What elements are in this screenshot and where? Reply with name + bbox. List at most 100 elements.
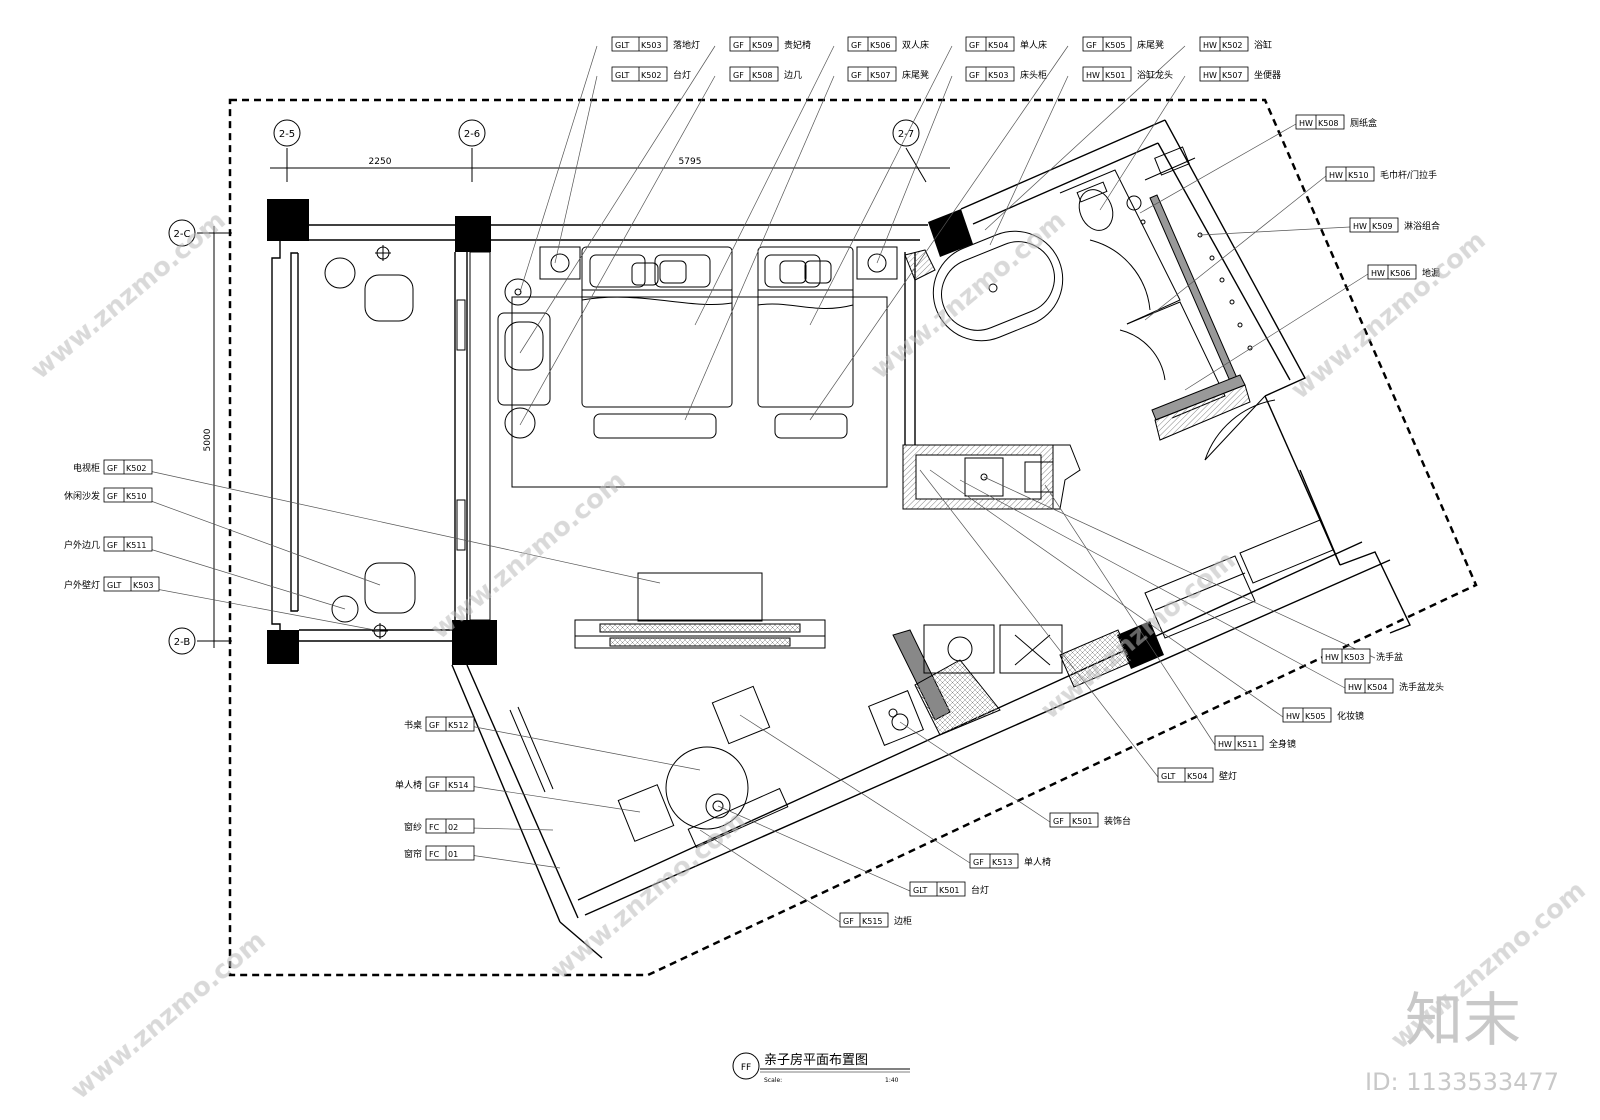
watermark-text: www.znzmo.com <box>65 925 271 1105</box>
tag-label: 休闲沙发 <box>64 490 100 502</box>
tag-label: 台灯 <box>673 69 691 81</box>
tag-label: 洗手盆 <box>1376 651 1403 663</box>
grid-label: 2-6 <box>464 129 480 140</box>
grid-label: 2-5 <box>279 129 295 140</box>
tag-prefix: HW <box>1353 222 1367 231</box>
tag-prefix: GF <box>969 71 980 80</box>
tag-prefix: FC <box>429 850 440 859</box>
tag-prefix: GF <box>733 41 744 50</box>
grid-label: 2-7 <box>898 129 914 140</box>
tag-prefix: HW <box>1203 71 1217 80</box>
tag-prefix: GLT <box>913 886 928 895</box>
tag-label: 厕纸盒 <box>1350 117 1377 129</box>
watermark-text: www.znzmo.com <box>1035 545 1241 725</box>
tag-prefix: HW <box>1299 119 1313 128</box>
tag-prefix: GLT <box>615 41 630 50</box>
tag-code: K501 <box>939 886 960 895</box>
title-scale-label: Scale: <box>764 1077 782 1084</box>
tag-code: K509 <box>1372 222 1393 231</box>
tag-code: K506 <box>870 41 891 50</box>
tag-prefix: GLT <box>615 71 630 80</box>
bathroom <box>902 146 1276 510</box>
tag-label: 边几 <box>784 70 802 81</box>
drawing-title: FF 亲子房平面布置图 Scale: 1:40 <box>732 1052 910 1084</box>
tag-label: 落地灯 <box>673 39 700 51</box>
tag-prefix: GF <box>107 464 118 473</box>
structural-columns <box>267 199 1164 669</box>
tag-code: K503 <box>641 41 662 50</box>
grid-label: 2-C <box>174 229 191 240</box>
tag-label: 浴缸龙头 <box>1137 69 1173 81</box>
tag-gf-k502: GF K502 电视柜 <box>73 459 153 475</box>
tag-code: K503 <box>988 71 1009 80</box>
tag-prefix: HW <box>1218 740 1232 749</box>
grid-bubble-2-7: 2-7 <box>892 119 920 147</box>
tag-prefix: HW <box>1086 71 1100 80</box>
tag-prefix: GF <box>107 492 118 501</box>
plan-boundary <box>228 98 1478 977</box>
watermark-text: www.znzmo.com <box>545 805 751 985</box>
tag-label: 洗手盆龙头 <box>1399 681 1444 693</box>
tag-prefix: GF <box>851 41 862 50</box>
tag-code: K504 <box>1187 772 1208 781</box>
tag-prefix: HW <box>1329 171 1343 180</box>
tag-label: 台灯 <box>971 884 989 896</box>
tag-code: K505 <box>1105 41 1126 50</box>
tag-gf-k508: GF K508 边几 <box>729 66 802 82</box>
tag-prefix: GF <box>1053 817 1064 826</box>
tag-label: 淋浴组合 <box>1404 220 1440 232</box>
tag-prefix: FC <box>429 823 440 832</box>
tag-glt-k501: GLT K501 台灯 <box>909 881 989 897</box>
tag-code: K507 <box>870 71 891 80</box>
watermark-text: www.znzmo.com <box>25 205 231 385</box>
tag-code: K507 <box>1222 71 1243 80</box>
tag-prefix: GF <box>973 858 984 867</box>
tag-prefix: HW <box>1286 712 1300 721</box>
grid-bubble-2-c: 2-C <box>168 219 196 247</box>
tag-prefix: GLT <box>1161 772 1176 781</box>
tag-prefix: HW <box>1203 41 1217 50</box>
tag-code: K503 <box>1344 653 1365 662</box>
grid-bubble-2-b: 2-B <box>168 627 196 655</box>
leader-lines <box>139 45 1376 923</box>
tag-label: 电视柜 <box>73 462 100 474</box>
tag-prefix: GF <box>843 917 854 926</box>
tag-code: K504 <box>1367 683 1388 692</box>
tag-label: 书桌 <box>404 719 422 731</box>
title-name: 亲子房平面布置图 <box>764 1052 868 1068</box>
tag-label: 毛巾杆/门拉手 <box>1380 169 1437 181</box>
tag-label: 装饰台 <box>1104 815 1131 827</box>
dimension-2250: 2250 <box>369 157 392 167</box>
tag-code: K504 <box>988 41 1009 50</box>
tag-label: 单人椅 <box>395 779 422 791</box>
tag-prefix: HW <box>1371 269 1385 278</box>
tag-code: K502 <box>126 464 147 473</box>
tag-label: 边柜 <box>894 915 912 927</box>
grid-bubble-2-6: 2-6 <box>458 119 486 147</box>
dimension-5000: 5000 <box>203 428 213 451</box>
tag-code: K508 <box>752 71 773 80</box>
tag-code: K502 <box>1222 41 1243 50</box>
tag-label: 地漏 <box>1422 267 1440 279</box>
tag-code: 02 <box>448 823 458 832</box>
tag-prefix: GF <box>733 71 744 80</box>
